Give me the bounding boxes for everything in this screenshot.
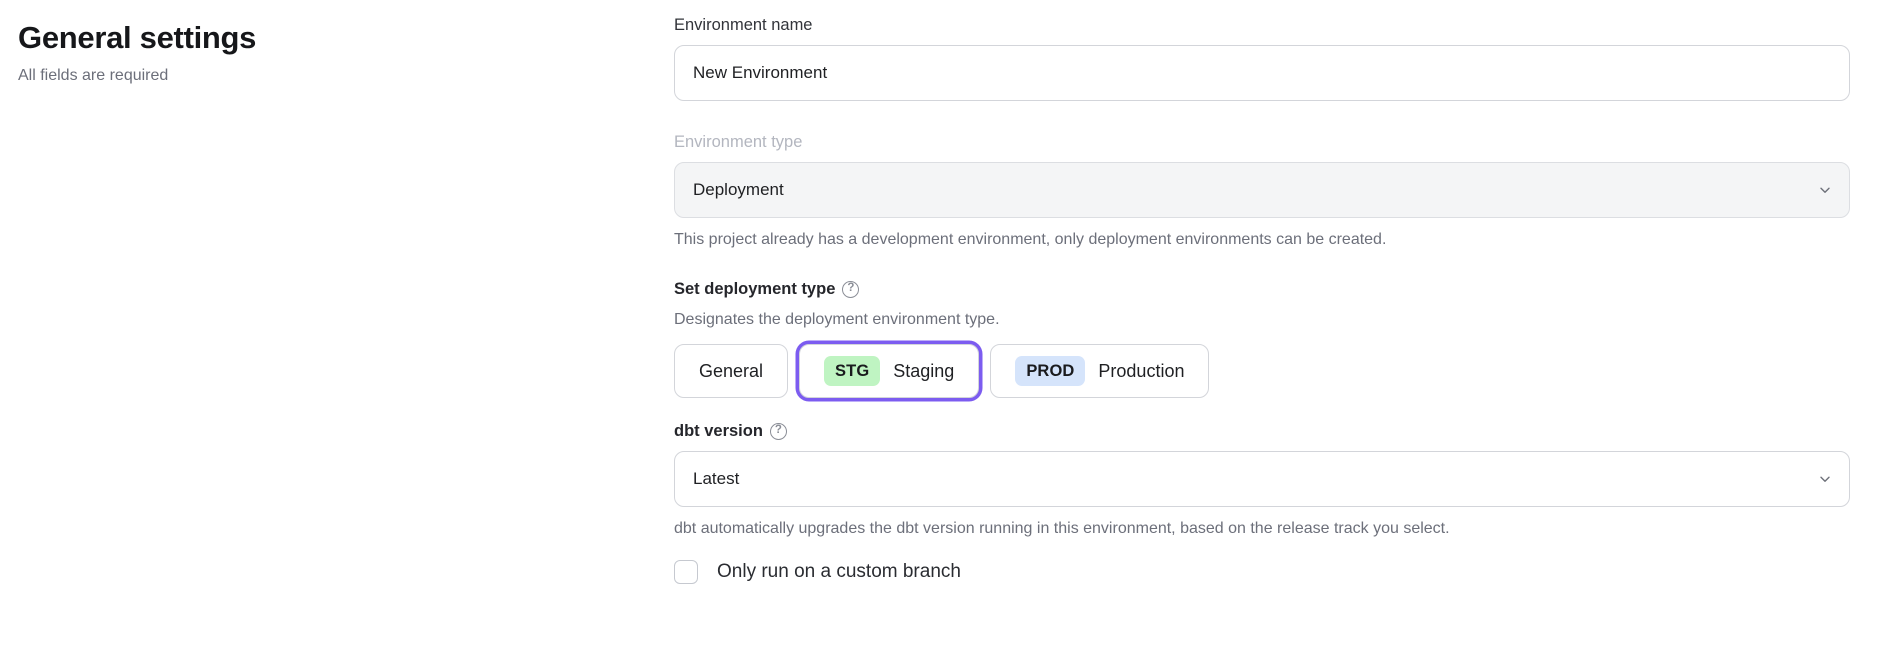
environment-type-select-wrap: Deployment xyxy=(674,162,1850,218)
environment-type-value: Deployment xyxy=(693,180,784,199)
environment-type-label: Environment type xyxy=(674,133,803,151)
deployment-type-option-staging[interactable]: STG Staging xyxy=(799,344,980,398)
deployment-type-segmented-control: General STG Staging PROD Production xyxy=(674,344,1850,398)
page-title: General settings xyxy=(18,20,257,55)
environment-type-select[interactable]: Deployment xyxy=(674,162,1850,218)
spacer xyxy=(674,398,1850,420)
custom-branch-checkbox[interactable] xyxy=(674,560,698,584)
deployment-type-option-production-label: Production xyxy=(1098,360,1185,381)
staging-badge: STG xyxy=(824,356,881,386)
dbt-version-field: dbt version ? Latest dbt automatically u… xyxy=(674,420,1850,540)
dbt-version-value: Latest xyxy=(693,469,740,488)
settings-form: Environment name Environment type Deploy… xyxy=(674,14,1850,584)
dbt-version-select[interactable]: Latest xyxy=(674,451,1850,507)
environment-type-helper: This project already has a development e… xyxy=(674,231,1387,248)
deployment-type-label-text: Set deployment type xyxy=(674,280,836,298)
custom-branch-label[interactable]: Only run on a custom branch xyxy=(717,561,961,582)
spacer xyxy=(674,101,1850,131)
page-subtitle: All fields are required xyxy=(18,67,169,84)
spacer xyxy=(674,251,1850,278)
dbt-version-label: dbt version ? xyxy=(674,420,1850,442)
deployment-type-field: Set deployment type ? Designates the dep… xyxy=(674,278,1850,398)
deployment-type-option-general[interactable]: General xyxy=(674,344,789,398)
production-badge: PROD xyxy=(1015,356,1086,386)
dbt-version-helper: dbt automatically upgrades the dbt versi… xyxy=(674,520,1450,537)
deployment-type-option-production[interactable]: PROD Production xyxy=(990,344,1210,398)
deployment-type-option-staging-label: Staging xyxy=(893,360,955,381)
help-circle-icon[interactable]: ? xyxy=(769,422,787,440)
environment-name-field: Environment name xyxy=(674,14,1850,101)
deployment-type-label: Set deployment type ? xyxy=(674,278,1850,300)
dbt-version-label-text: dbt version xyxy=(674,422,763,440)
environment-name-label: Environment name xyxy=(674,16,813,34)
deployment-type-option-general-label: General xyxy=(699,360,764,381)
help-circle-icon[interactable]: ? xyxy=(842,280,860,298)
spacer xyxy=(674,540,1850,560)
environment-type-field: Environment type Deployment This project… xyxy=(674,131,1850,251)
environment-name-input[interactable] xyxy=(674,45,1850,101)
page-header: General settings All fields are required xyxy=(18,18,618,87)
deployment-type-helper: Designates the deployment environment ty… xyxy=(674,311,1000,328)
custom-branch-row: Only run on a custom branch xyxy=(674,560,1850,584)
dbt-version-select-wrap: Latest xyxy=(674,451,1850,507)
